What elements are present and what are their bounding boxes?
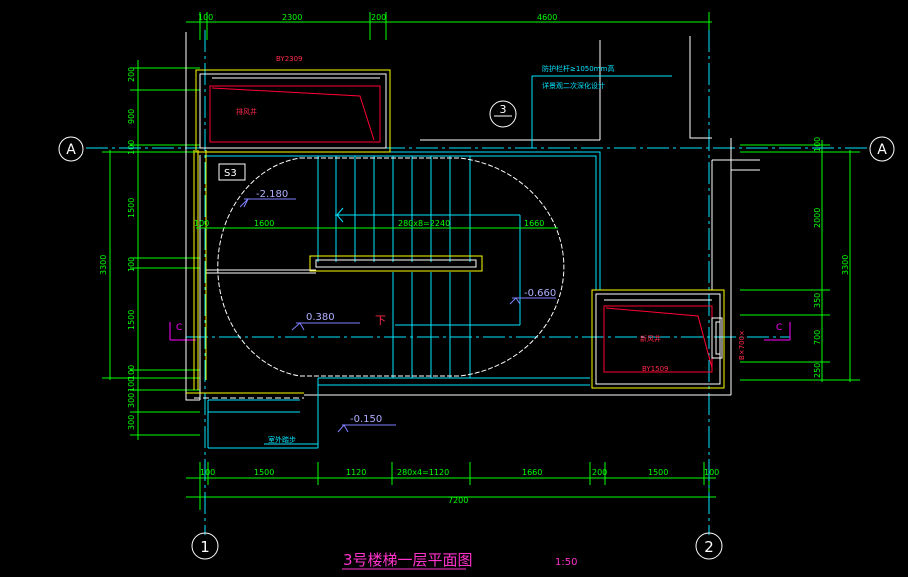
fresh-air-shaft: 新风井 BY1509 B×700× [591, 289, 746, 389]
axis-bubble-1: 1 [191, 532, 219, 560]
axis-bubble-a-left: A [58, 136, 84, 162]
down-direction-marker: 下 [375, 314, 386, 327]
bottom-dimension-chain: 100 1500 1120 280x4=1120 1660 200 1500 1… [186, 462, 719, 510]
elevation-marker-2: -0.660 [509, 288, 556, 305]
bottom-dim-1: 100 [200, 468, 215, 477]
svg-text:2: 2 [704, 538, 714, 556]
elevation-3: 0.380 [306, 312, 335, 323]
axis-bubble-2: 2 [695, 532, 723, 560]
outdoor-step-note: 室外踏步 [264, 435, 318, 445]
right-dim-3: 350 [813, 293, 822, 308]
inner-dimension-line: 100 1600 280x8=2240 1660 [194, 219, 558, 229]
fresh-air-shaft-side: B×700× [738, 330, 746, 360]
svg-text:C: C [776, 323, 782, 333]
rail-note-text: 防护栏杆≥1050mm高 [542, 64, 614, 73]
inner-dim-4: 1660 [524, 219, 544, 228]
bottom-dim-2: 1500 [254, 468, 274, 477]
top-dim-3: 200 [371, 13, 386, 22]
svg-text:C: C [176, 323, 182, 333]
elevation-4: -0.150 [350, 414, 382, 425]
inner-dim-3: 280x8=2240 [398, 219, 450, 228]
right-dim-5: 250 [813, 363, 822, 378]
left-dim-5: 100 [127, 257, 136, 272]
bottom-dim-3: 1120 [346, 468, 366, 477]
right-dim-4: 700 [813, 330, 822, 345]
drawing-title: 3号楼梯一层平面图 [343, 551, 473, 569]
outdoor-step-text: 室外踏步 [268, 435, 296, 444]
section-mark-c-left: C [169, 322, 196, 341]
right-dim-2: 2000 [813, 208, 822, 228]
stair-treads [317, 156, 521, 378]
rail-note: 防护栏杆≥1050mm高 详景观二次深化设计 [531, 64, 672, 148]
left-dim-6: 1500 [127, 310, 136, 330]
left-dim-4: 1500 [127, 198, 136, 218]
exhaust-shaft: BY2309 排风井 [195, 55, 391, 153]
svg-text:A: A [66, 142, 76, 158]
bottom-dim-6: 200 [592, 468, 607, 477]
left-dim-8: 100 [127, 377, 136, 392]
top-dim-1: 100 [198, 13, 213, 22]
bottom-dim-8: 100 [704, 468, 719, 477]
left-yellow-boundary [186, 150, 304, 394]
top-dimension-chain: 100 2300 200 4600 [186, 12, 712, 40]
bottom-dim-5: 1660 [522, 468, 542, 477]
svg-text:1: 1 [200, 538, 210, 556]
inner-dim-2: 1600 [254, 219, 274, 228]
wall-outline [185, 32, 760, 401]
fresh-air-shaft-id: BY1509 [642, 365, 669, 373]
oval-landscape-outline [217, 157, 565, 377]
svg-text:下: 下 [375, 314, 386, 327]
s3-tag: S3 [218, 163, 246, 181]
left-dimension-chain: 200 900 100 1500 100 1500 100 100 300 30… [99, 60, 200, 440]
elevation-marker-4: -0.150 [337, 414, 396, 433]
left-dim-7: 100 [127, 365, 136, 380]
left-dim-3: 100 [127, 140, 136, 155]
svg-text:A: A [877, 142, 887, 158]
grid-axes [86, 30, 870, 535]
right-total-dim: 3300 [841, 255, 850, 275]
left-dim-10: 300 [127, 415, 136, 430]
right-dimension-chain: 100 2000 350 700 250 3300 [740, 137, 860, 382]
svg-text:3: 3 [500, 103, 507, 116]
left-dim-2: 900 [127, 109, 136, 124]
drawing-title-block: 3号楼梯一层平面图 1:50 [342, 551, 577, 570]
left-dim-1: 200 [127, 67, 136, 82]
left-total-dim: 3300 [99, 255, 108, 275]
drawing-scale: 1:50 [555, 557, 577, 568]
bottom-dim-7: 1500 [648, 468, 668, 477]
handrail [206, 255, 483, 274]
left-dim-9: 300 [127, 393, 136, 408]
elevation-marker-1: -2.180 [239, 189, 296, 208]
design-note-text: 详景观二次深化设计 [542, 81, 605, 90]
axis-bubble-a-right: A [869, 136, 895, 162]
svg-text:S3: S3 [224, 168, 237, 179]
elevation-2: -0.660 [524, 288, 556, 299]
top-dim-2: 2300 [282, 13, 302, 22]
elevation-marker-3: 0.380 [291, 312, 360, 331]
bottom-dim-4: 280x4=1120 [397, 468, 449, 477]
bottom-total-dim: 7200 [448, 496, 468, 505]
section-mark-c-right: C [764, 322, 791, 341]
fresh-air-shaft-label: 新风井 [640, 334, 661, 343]
elevation-1: -2.180 [256, 189, 288, 200]
axis-bubble-3: 3 [489, 100, 517, 128]
exhaust-shaft-id: BY2309 [276, 55, 303, 63]
inner-dim-1: 100 [194, 219, 209, 228]
right-dim-1: 100 [813, 137, 822, 152]
top-dim-4: 4600 [537, 13, 557, 22]
exhaust-shaft-label: 排风井 [236, 107, 257, 116]
